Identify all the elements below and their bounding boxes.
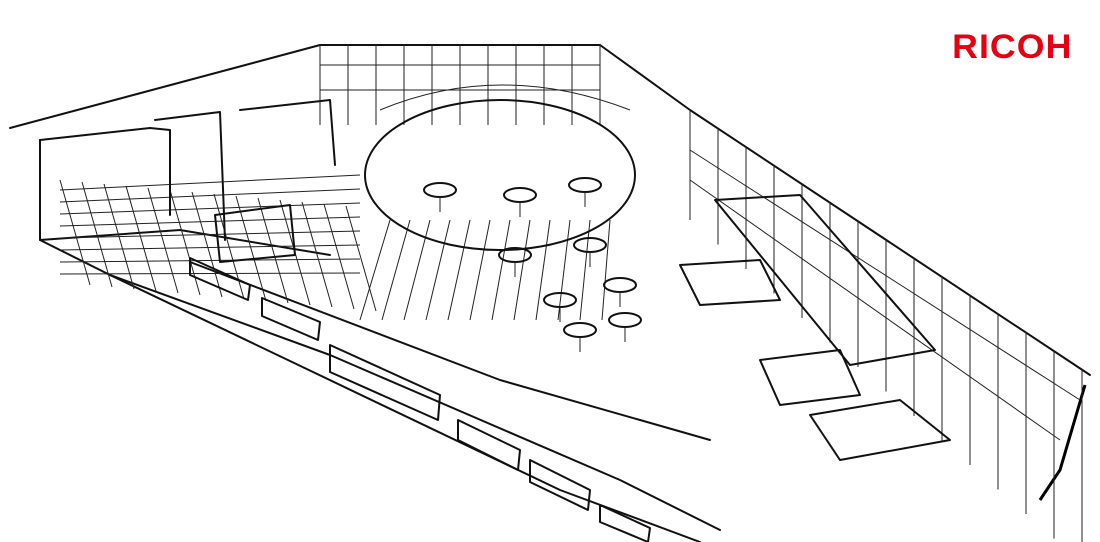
- sketch-line: [59, 188, 361, 203]
- floor-tile-grid: [59, 174, 611, 321]
- sketch-line: [447, 219, 471, 321]
- sketch-line: [147, 187, 179, 294]
- sketch-line: [301, 201, 333, 308]
- sketch-line: [59, 244, 361, 251]
- circular-lounge-area: [364, 84, 636, 251]
- table: [503, 187, 537, 203]
- table: [608, 312, 642, 328]
- sketch-line: [469, 219, 491, 321]
- sketch-line: [689, 149, 1081, 401]
- sketch-line: [59, 174, 361, 191]
- sketch-line: [491, 219, 511, 321]
- sketch-line: [59, 258, 361, 263]
- sketch-line: [359, 219, 391, 321]
- sketch-line: [59, 230, 361, 239]
- sketch-line: [381, 219, 411, 321]
- table: [573, 237, 607, 253]
- sketch-line: [59, 272, 361, 275]
- sketch-line: [59, 202, 361, 215]
- sketch-line: [345, 205, 377, 312]
- sketch-line: [425, 219, 451, 321]
- sketch-line: [601, 219, 611, 321]
- curtain-wall-back: [319, 45, 601, 125]
- sketch-line: [59, 216, 361, 227]
- sketch-line: [235, 195, 267, 302]
- sketch-line: [323, 203, 355, 310]
- sketch-line: [579, 219, 591, 321]
- sketch-line: [81, 181, 113, 288]
- sketch-line: [257, 197, 289, 304]
- table: [568, 177, 602, 193]
- table: [423, 182, 457, 198]
- sketch-line: [535, 219, 551, 321]
- workstation-benches: [679, 194, 951, 461]
- sketch-line: [557, 219, 571, 321]
- sketch-line: [213, 193, 245, 300]
- table: [603, 277, 637, 293]
- ricoh-logo: RICOH: [952, 28, 1073, 66]
- sketch-line: [689, 179, 1061, 441]
- curtain-wall-right: [689, 110, 1083, 542]
- corridor-panels: [189, 257, 651, 542]
- cafe-tables: [423, 177, 642, 352]
- left-rooms: [39, 99, 336, 263]
- table: [563, 322, 597, 338]
- sketch-line: [59, 179, 91, 286]
- sketch-line: [513, 219, 531, 321]
- sketch-line: [191, 191, 223, 298]
